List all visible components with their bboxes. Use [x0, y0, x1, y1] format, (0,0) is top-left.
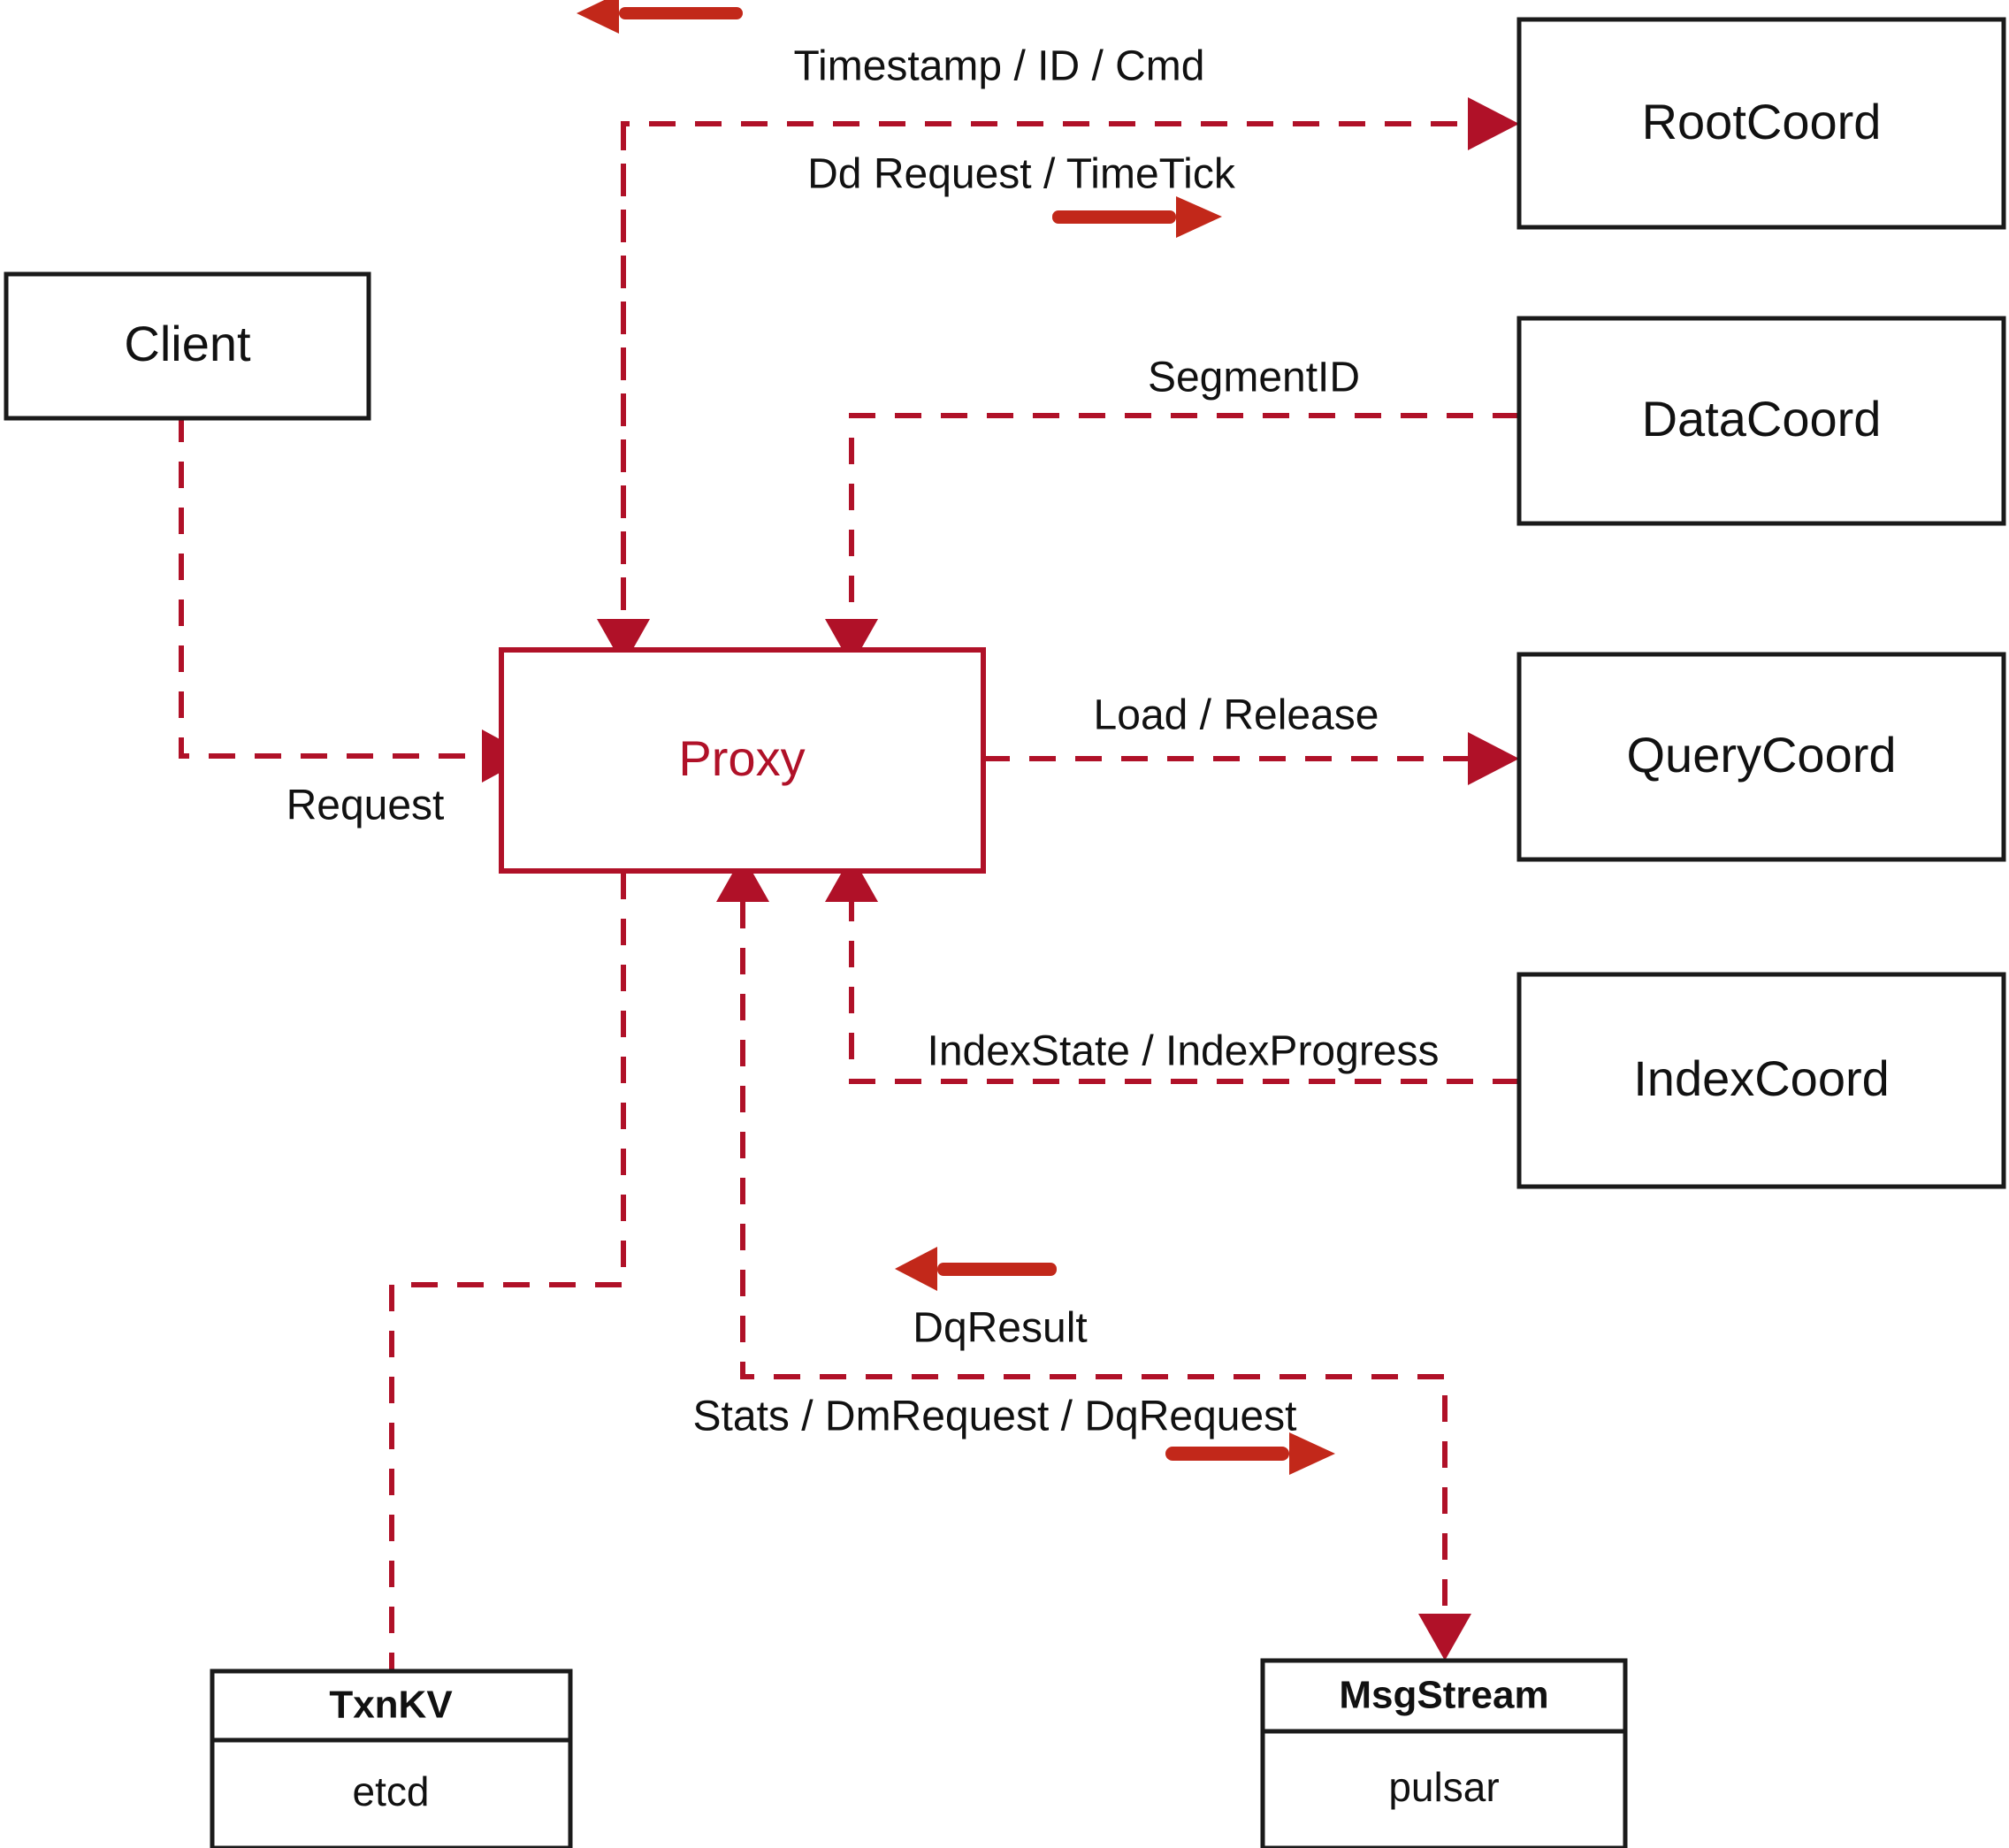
node-querycoord[interactable]: QueryCoord — [1516, 652, 2006, 862]
arrowhead-datacoord-to-proxy — [825, 619, 878, 666]
edge-indexcoord-to-proxy — [849, 902, 1519, 1084]
node-datacoord-label: DataCoord — [1642, 391, 1882, 447]
node-msgstream-body: pulsar — [1388, 1764, 1499, 1810]
direction-arrow-stats-dmrequest-dqrequest — [1165, 1432, 1335, 1475]
edge-proxy-to-txnkv — [389, 873, 626, 1671]
edge-label-dqresult: DqResult — [913, 1305, 1087, 1352]
edge-label-segmentid: SegmentID — [1148, 355, 1360, 401]
node-proxy-label: Proxy — [678, 730, 805, 786]
edge-client-to-proxy — [179, 416, 482, 759]
node-rootcoord-label: RootCoord — [1642, 94, 1882, 149]
arrowhead-msgstream-to-proxy — [716, 855, 769, 902]
node-rootcoord[interactable]: RootCoord — [1516, 17, 2006, 230]
arrowhead-proxy-to-querycoord — [1468, 732, 1519, 785]
node-msgstream-header: MsgStream — [1339, 1674, 1548, 1717]
node-indexcoord[interactable]: IndexCoord — [1516, 972, 2006, 1189]
node-txnkv-body: etcd — [353, 1768, 430, 1814]
arrowhead-indexcoord-to-proxy — [825, 855, 878, 902]
edge-label-dd-request-timetick: Dd Request / TimeTick — [807, 151, 1236, 198]
node-proxy[interactable]: Proxy — [499, 647, 986, 874]
arrowhead-proxy-to-rootcoord — [1468, 97, 1519, 150]
edge-label-indexstate-indexprogress: IndexState / IndexProgress — [928, 1028, 1440, 1075]
node-txnkv-header: TxnKV — [329, 1684, 453, 1727]
arrowhead-proxy-to-msgstream — [1418, 1614, 1471, 1661]
edge-proxy-to-msgstream — [740, 902, 1448, 1614]
node-client-label: Client — [124, 316, 251, 371]
edge-label-stats-dmrequest-dqrequest: Stats / DmRequest / DqRequest — [693, 1394, 1297, 1440]
direction-arrow-dqresult — [895, 1247, 1057, 1291]
node-datacoord[interactable]: DataCoord — [1516, 316, 2006, 526]
arrowhead-rootcoord-to-proxy — [597, 619, 650, 666]
node-txnkv[interactable]: TxnKV etcd — [210, 1669, 573, 1848]
node-msgstream[interactable]: MsgStream pulsar — [1260, 1658, 1628, 1848]
edge-label-load-release: Load / Release — [1094, 692, 1379, 739]
edge-label-request: Request — [286, 783, 445, 829]
edge-label-timestamp-id-cmd: Timestamp / ID / Cmd — [794, 43, 1205, 90]
node-client[interactable]: Client — [4, 271, 371, 421]
node-querycoord-label: QueryCoord — [1626, 727, 1896, 783]
node-indexcoord-label: IndexCoord — [1633, 1050, 1890, 1106]
direction-arrow-dd-request-timetick — [1052, 196, 1222, 238]
edge-datacoord-to-proxy — [849, 413, 1519, 619]
direction-arrow-timestamp-id-cmd — [577, 0, 743, 34]
